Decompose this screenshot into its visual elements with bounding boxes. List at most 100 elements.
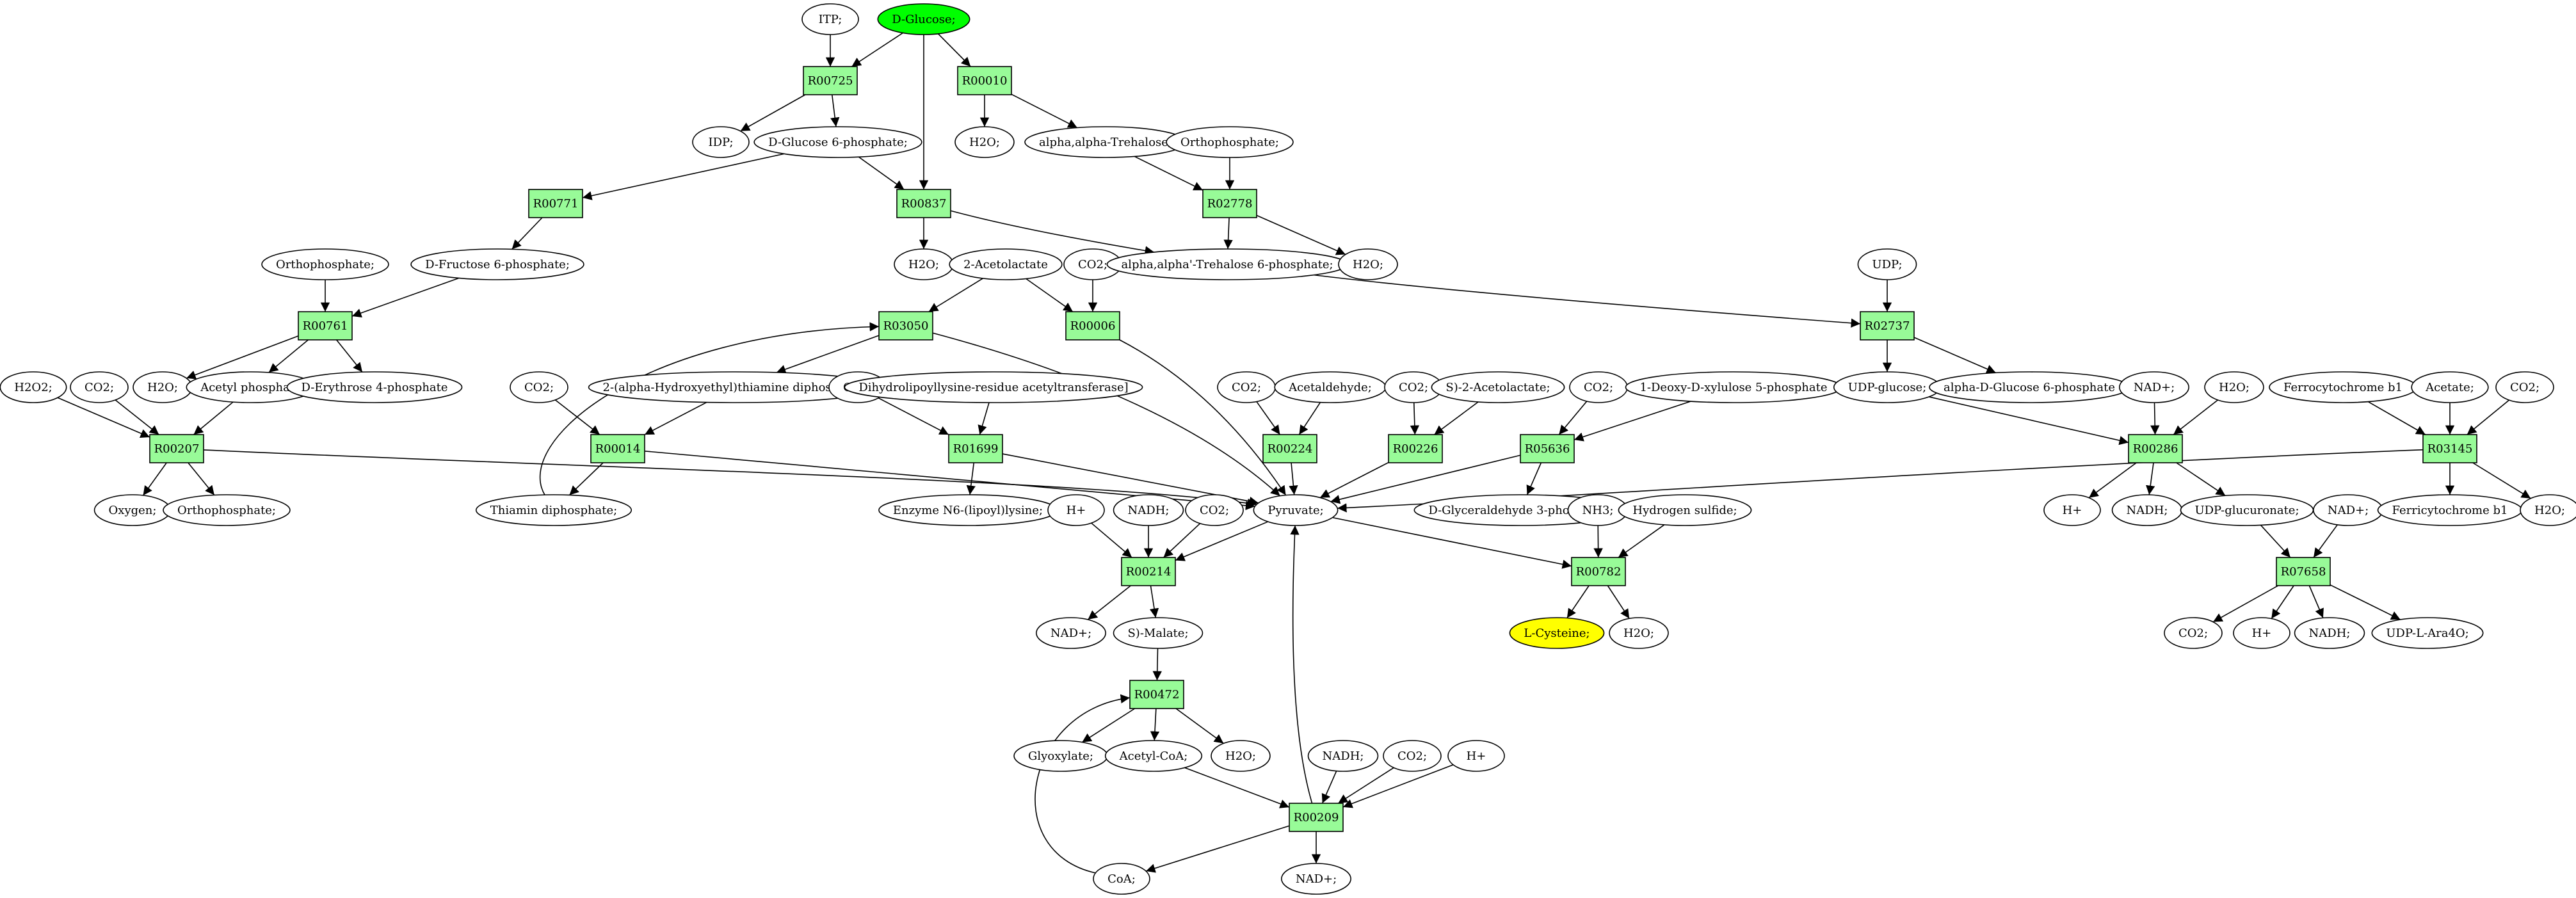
compound-node-dg6p: D-Glucose 6-phosphate; xyxy=(753,126,922,158)
edge-dihydro-to-r01699 xyxy=(978,402,990,435)
reaction-node-r00010: R00010 xyxy=(957,66,1012,95)
edge-r00725-to-idp xyxy=(740,94,806,132)
compound-node-udpara: UDP-L-Ara4O; xyxy=(2371,617,2484,649)
node-label: 2-(alpha-Hydroxyethyl)thiamine diphospha… xyxy=(603,381,869,394)
reaction-box xyxy=(590,434,645,463)
node-label: alpha,alpha'-Trehalose 6-phosphate; xyxy=(1121,258,1333,271)
reaction-box xyxy=(1289,803,1344,832)
reaction-box xyxy=(803,66,858,95)
compound-ellipse xyxy=(954,126,1015,158)
node-label: R00207 xyxy=(154,442,200,456)
node-label: R00725 xyxy=(808,74,853,88)
edge-r07658-to-hp_c xyxy=(2271,585,2294,619)
node-label: NH3; xyxy=(1582,504,1614,517)
edge-r00725-to-dg6p xyxy=(830,94,840,127)
compound-node-ferrob1_a: Ferrocytochrome b1 xyxy=(2269,371,2417,403)
compound-node-glyoxylate: Glyoxylate; xyxy=(1013,740,1108,772)
edge-r00010-to-trehalose xyxy=(1011,93,1078,129)
edge-nadh_d-to-r00209 xyxy=(1321,771,1337,804)
node-label: ITP; xyxy=(819,13,842,26)
edge-s2acetolactate-to-r00226 xyxy=(1434,401,1479,435)
reaction-box xyxy=(1065,311,1120,341)
reaction-box xyxy=(896,189,951,218)
node-label: H+ xyxy=(2063,504,2082,517)
compound-node-hp_d: H+ xyxy=(1447,740,1505,772)
edge-hethdp-to-r00014 xyxy=(644,401,707,435)
edges-layer xyxy=(57,32,2531,874)
node-label: D-Glucose 6-phosphate; xyxy=(768,136,908,149)
reaction-box xyxy=(878,311,933,341)
reaction-node-r00837: R00837 xyxy=(896,189,951,218)
compound-node-co2_e: CO2; xyxy=(1217,371,1276,403)
node-label: UDP-glucose; xyxy=(1848,381,1927,394)
edge-r00207-to-pyruvate xyxy=(203,449,1257,508)
compound-ellipse xyxy=(1185,494,1244,526)
reaction-box xyxy=(1860,311,1915,341)
compound-node-pyruvate: Pyruvate; xyxy=(1253,494,1339,526)
node-label: Hydrogen sulfide; xyxy=(1632,504,1737,517)
edge-r00782-to-h2o_g xyxy=(1607,585,1630,619)
node-label: R00209 xyxy=(1294,811,1339,824)
compound-ellipse xyxy=(2520,494,2576,526)
reaction-box xyxy=(1129,680,1184,709)
compound-node-udpglucuronate: UDP-glucuronate; xyxy=(2180,494,2314,526)
compound-node-orthop_b: Orthophosphate; xyxy=(261,248,389,280)
compound-node-oxygen: Oxygen; xyxy=(93,494,172,526)
reaction-box xyxy=(1388,434,1443,463)
compound-ellipse xyxy=(2164,617,2223,649)
reaction-node-r07658: R07658 xyxy=(2276,557,2331,586)
compound-ellipse xyxy=(1281,863,1351,895)
reaction-node-r00224: R00224 xyxy=(1262,434,1317,463)
compound-node-nadp_b: NAD+; xyxy=(2313,494,2383,526)
edge-co2_k-to-r00209 xyxy=(1337,767,1394,804)
compound-node-co2_c: CO2; xyxy=(510,371,568,403)
node-label: H+ xyxy=(1067,504,1086,517)
compound-ellipse xyxy=(1047,494,1105,526)
compound-node-co2_b: CO2; xyxy=(70,371,129,403)
compound-node-h2o_g: H2O; xyxy=(1609,617,1669,649)
reaction-node-r00771: R00771 xyxy=(528,189,583,218)
compound-ellipse xyxy=(0,371,67,403)
edge-r00209-to-pyruvate xyxy=(1290,525,1313,804)
node-label: R02778 xyxy=(1207,197,1253,211)
reaction-box xyxy=(1571,557,1626,586)
edge-r00472-to-glyoxylate xyxy=(1081,708,1136,743)
compound-node-idp: IDP; xyxy=(692,126,750,158)
compound-node-treh6p: alpha,alpha'-Trehalose 6-phosphate; xyxy=(1106,248,1348,280)
compound-ellipse xyxy=(1166,126,1294,158)
edge-dglucose-to-r00010 xyxy=(937,33,971,67)
reaction-box xyxy=(2422,434,2477,463)
node-label: H2O; xyxy=(1225,750,1256,763)
reaction-node-r02737: R02737 xyxy=(1860,311,1915,341)
compound-node-acetaldehyde: Acetaldehyde; xyxy=(1274,371,1387,403)
edge-co2_i-to-r00214 xyxy=(1163,523,1201,558)
compound-ellipse xyxy=(801,3,859,35)
edge-r00771-to-df6p xyxy=(511,217,543,250)
node-label: NADH; xyxy=(1323,750,1364,763)
edge-r07658-to-co2_j xyxy=(2212,585,2278,623)
edge-r02737-to-adg6p xyxy=(1913,337,1997,374)
compound-ellipse xyxy=(877,3,970,35)
node-label: D-Glucose; xyxy=(892,13,955,26)
edge-udpglucose-to-r00286 xyxy=(1929,396,2129,445)
compound-ellipse xyxy=(1113,494,1184,526)
edge-co2_b-to-r00207 xyxy=(115,399,159,435)
reaction-box xyxy=(1202,189,1257,218)
compound-node-coa: CoA; xyxy=(1093,863,1150,895)
node-label: H+ xyxy=(2252,627,2272,640)
node-label: H2O; xyxy=(1353,258,1383,271)
reaction-box xyxy=(2128,434,2183,463)
edge-r00207-to-oxygen xyxy=(142,462,167,496)
edge-acetolactate-to-r00006 xyxy=(1026,278,1074,312)
compound-ellipse xyxy=(510,371,568,403)
node-label: 1-Deoxy-D-xylulose 5-phosphate xyxy=(1639,381,1827,394)
compound-node-h2o_h: H2O; xyxy=(1211,740,1271,772)
edge-h2o_e-to-r00286 xyxy=(2173,399,2218,435)
compound-ellipse xyxy=(1093,863,1150,895)
compound-node-acetolactate: 2-Acetolactate xyxy=(949,248,1063,280)
node-label: H+ xyxy=(1467,750,1486,763)
edge-r00472-to-h2o_h xyxy=(1175,708,1224,744)
node-label: Dihydrolipoyllysine-residue acetyltransf… xyxy=(858,381,1128,394)
edge-dg6p-to-r00837 xyxy=(858,156,905,190)
reaction-box xyxy=(298,311,353,341)
